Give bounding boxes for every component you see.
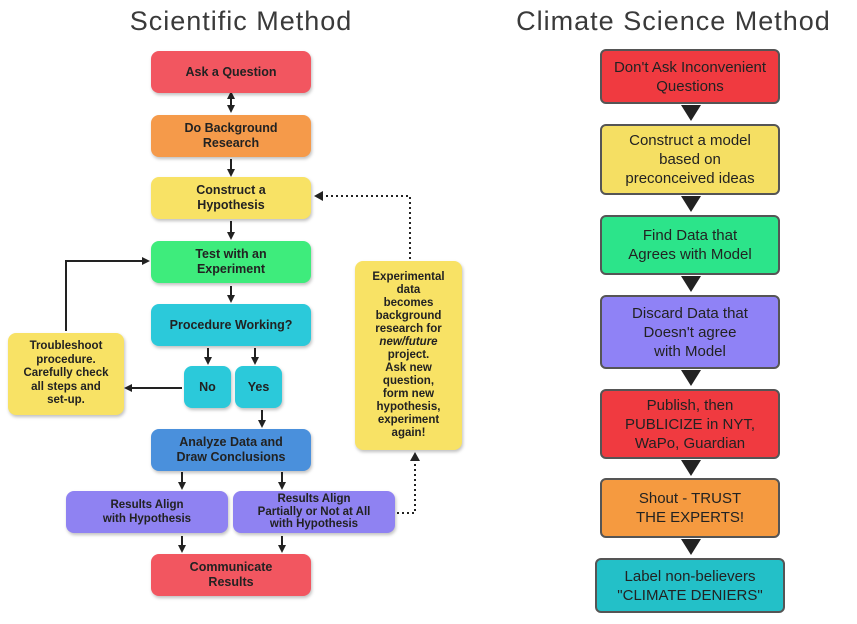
hypothesis-box: Construct a Hypothesis	[151, 177, 311, 219]
feedback-note-emphasis: new/future	[379, 336, 438, 348]
cs-arrow-5	[681, 460, 701, 476]
troubleshoot-box: Troubleshoot procedure. Carefully check …	[8, 333, 124, 415]
dotted-note-to-hypothesis	[322, 195, 411, 259]
cs-step-3-label: Find Data that Agrees with Model	[628, 227, 752, 263]
ask-question-box: Ask a Question	[151, 51, 311, 93]
experiment-label: Test with an Experiment	[195, 247, 267, 276]
no-label: No	[199, 379, 216, 394]
climate-science-method-title: Climate Science Method	[516, 6, 831, 36]
cs-step-4-box: Discard Data that Doesn't agree with Mod…	[600, 295, 780, 369]
cs-arrow-4	[681, 370, 701, 386]
cs-step-1-label: Don't Ask Inconvenient Questions	[613, 58, 767, 95]
cs-step-6-label: Shout - TRUST THE EXPERTS!	[635, 490, 745, 526]
procedure-working-box: Procedure Working?	[151, 304, 311, 346]
no-box: No	[184, 366, 231, 408]
results-align-box: Results Align with Hypothesis	[66, 491, 228, 533]
dotted-arrowhead-up	[410, 452, 420, 461]
hypothesis-label: Construct a Hypothesis	[196, 183, 266, 212]
feedback-note-before: Experimental data becomes background res…	[372, 271, 445, 335]
cs-step-3-box: Find Data that Agrees with Model	[600, 215, 780, 275]
ask-question-label: Ask a Question	[185, 64, 277, 79]
background-research-box: Do Background Research	[151, 115, 311, 157]
feedback-note-box: Experimental data becomes background res…	[355, 261, 462, 450]
dotted-arrowhead-left	[314, 191, 323, 201]
communicate-label: Communicate Results	[189, 560, 273, 589]
cs-step-7-label: Label non-believers "CLIMATE DENIERS"	[617, 567, 763, 604]
yes-label: Yes	[247, 379, 270, 394]
cs-step-4-label: Discard Data that Doesn't agree with Mod…	[632, 304, 748, 360]
background-research-label: Do Background Research	[184, 121, 278, 150]
experiment-box: Test with an Experiment	[151, 241, 311, 283]
cs-arrow-1	[681, 105, 701, 121]
cs-arrow-3	[681, 276, 701, 292]
cs-step-2-label: Construct a model based on preconceived …	[625, 132, 755, 187]
cs-step-7-box: Label non-believers "CLIMATE DENIERS"	[595, 558, 785, 613]
cs-step-5-label: Publish, then PUBLICIZE in NYT, WaPo, Gu…	[624, 396, 756, 452]
dotted-partial-to-note	[397, 459, 416, 514]
feedback-note-label: Experimental data becomes background res…	[372, 271, 444, 440]
yes-box: Yes	[235, 366, 282, 408]
results-partial-label: Results Align Partially or Not at All wi…	[257, 493, 371, 531]
cs-step-1-box: Don't Ask Inconvenient Questions	[600, 49, 780, 104]
troubleshoot-label: Troubleshoot procedure. Carefully check …	[23, 340, 109, 407]
results-partial-box: Results Align Partially or Not at All wi…	[233, 491, 395, 533]
procedure-working-label: Procedure Working?	[169, 317, 293, 332]
cs-step-2-box: Construct a model based on preconceived …	[600, 124, 780, 195]
feedback-note-after: project. Ask new question, form new hypo…	[376, 349, 441, 439]
results-align-label: Results Align with Hypothesis	[102, 499, 192, 525]
cs-step-6-box: Shout - TRUST THE EXPERTS!	[600, 478, 780, 538]
analyze-label: Analyze Data and Draw Conclusions	[176, 435, 286, 464]
analyze-box: Analyze Data and Draw Conclusions	[151, 429, 311, 471]
cs-arrow-2	[681, 196, 701, 212]
cs-arrow-6	[681, 539, 701, 555]
cs-step-5-box: Publish, then PUBLICIZE in NYT, WaPo, Gu…	[600, 389, 780, 459]
arrow-troubleshoot-experiment	[65, 257, 150, 331]
scientific-method-title: Scientific Method	[129, 6, 353, 36]
communicate-box: Communicate Results	[151, 554, 311, 596]
